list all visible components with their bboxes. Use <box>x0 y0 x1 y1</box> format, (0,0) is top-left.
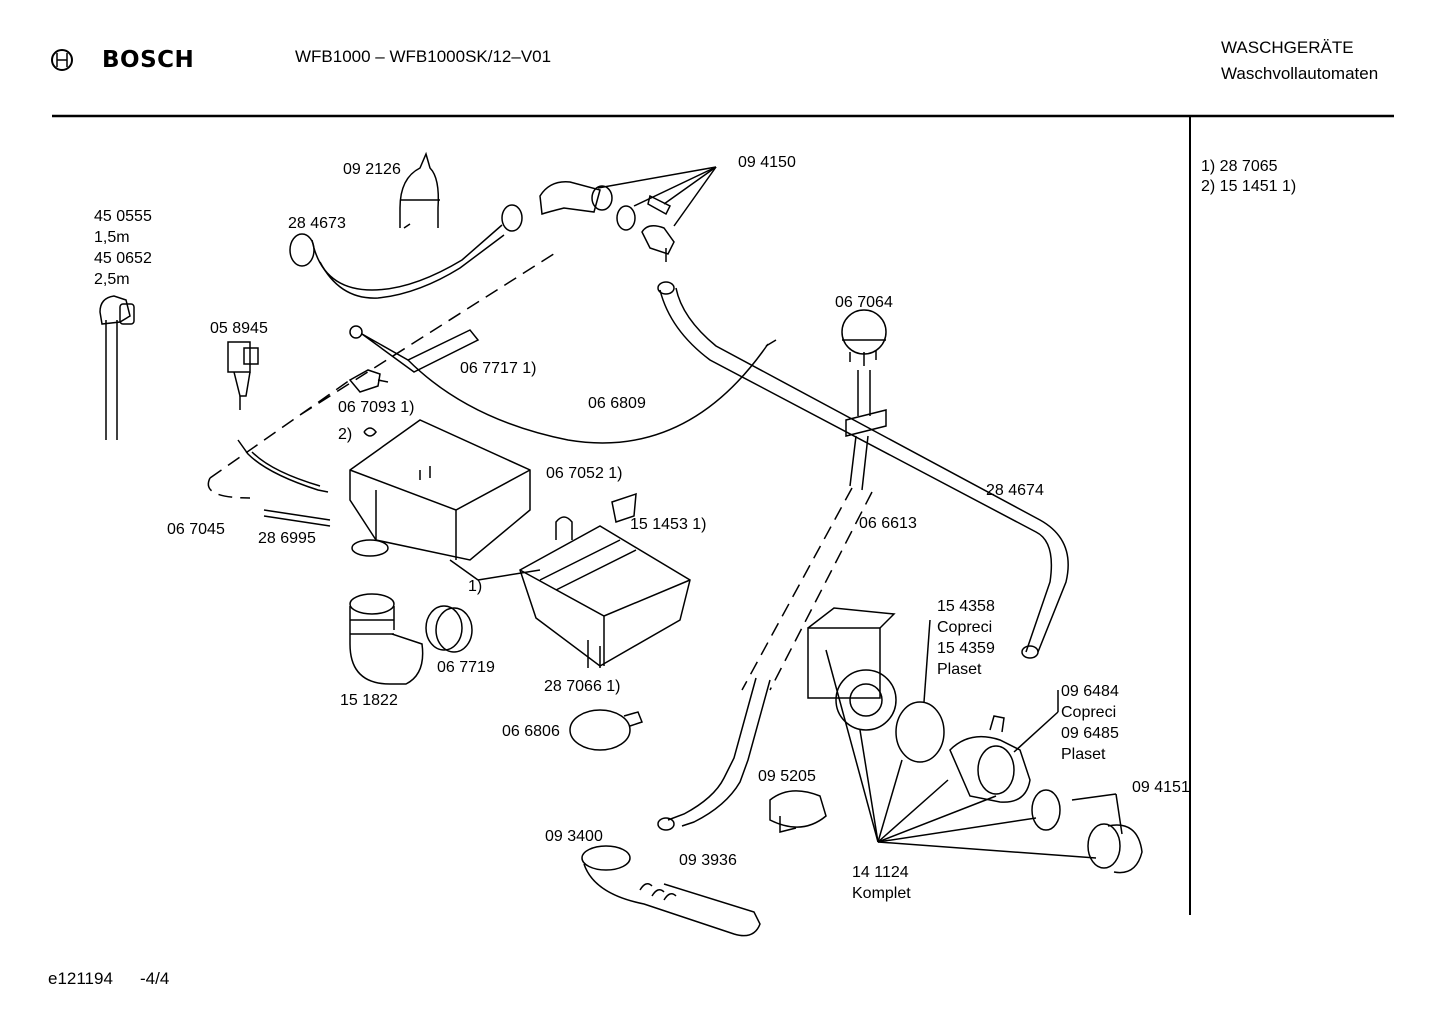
hose-bracket-part <box>399 151 440 229</box>
part-length: 2,5m <box>94 271 130 288</box>
part-label-094150: 09 4150 <box>738 154 796 171</box>
lower-hose-part <box>667 677 771 827</box>
sump-hose-part <box>581 845 761 937</box>
part-label-pump-gasket: 15 4358 Copreci 15 4359 Plaset <box>937 596 995 680</box>
subcategory-title: Waschvollautomaten <box>1221 64 1379 83</box>
pump-gasket-part <box>895 701 945 763</box>
model-number: WFB1000 – WFB1000SK/12–V01 <box>295 47 552 66</box>
control-rod-part <box>349 325 777 444</box>
drain-hose-part <box>99 295 135 440</box>
part-number: 45 0555 <box>94 208 152 225</box>
drawing-code: e121194 <box>48 969 113 988</box>
part-number: 45 0652 <box>94 250 152 267</box>
small-tube-part <box>237 439 329 493</box>
part-label-092126: 09 2126 <box>343 161 401 178</box>
part-label-067717: 06 7717 1) <box>460 360 537 377</box>
switch-hose-part <box>845 370 887 491</box>
part-label-284674: 28 4674 <box>986 482 1044 499</box>
part-label-093936: 09 3936 <box>679 852 737 869</box>
pump-housing-part <box>949 715 1031 803</box>
part-label-286995: 28 6995 <box>258 530 316 547</box>
part-label-066613: 06 6613 <box>859 515 917 532</box>
part-label-pump-housing: 09 6484 Copreci 09 6485 Plaset <box>1061 681 1119 765</box>
u-clip-part <box>555 516 573 540</box>
part-maker: Plaset <box>937 661 982 678</box>
small-clip-part <box>348 369 389 393</box>
detergent-drawer-part <box>519 525 691 668</box>
part-label-drain-hose: 45 0555 1,5m 45 0652 2,5m <box>94 206 152 290</box>
komplet-leader-lines <box>825 649 1097 859</box>
part-number: 14 1124 <box>852 864 909 881</box>
part-label-095205: 09 5205 <box>758 768 816 785</box>
drain-pump-part <box>807 607 897 731</box>
part-label-151453: 15 1453 1) <box>630 516 707 533</box>
connector-tube-part <box>263 509 331 527</box>
part-label-067719: 06 7719 <box>437 659 495 676</box>
long-hose-part <box>659 287 1069 653</box>
part-label-151822: 15 1822 <box>340 692 398 709</box>
small-seal-part <box>611 492 637 523</box>
pressure-switch-part <box>841 309 887 366</box>
bosch-logo-icon <box>51 49 73 71</box>
filter-cap-part <box>1087 823 1143 874</box>
spring-clip-part <box>363 427 377 437</box>
part-label-094151: 09 4151 <box>1132 779 1190 796</box>
part-number: 09 6484 <box>1061 683 1119 700</box>
bellows-hose-part <box>349 593 424 685</box>
brand-name: BOSCH <box>102 47 195 73</box>
note-2: 2) 15 1451 1) <box>1201 178 1297 195</box>
part-label-komplet: 14 1124 Komplet <box>852 862 911 904</box>
detergent-housing-part <box>349 419 531 561</box>
part-label-058945: 05 8945 <box>210 320 268 337</box>
part-label-284673: 28 4673 <box>288 215 346 232</box>
part-label-067045: 06 7045 <box>167 521 225 538</box>
part-note: Komplet <box>852 885 911 902</box>
part-maker: Copreci <box>937 619 993 636</box>
part-label-note-2: 2) <box>338 426 353 443</box>
part-label-093400: 09 3400 <box>545 828 603 845</box>
filter-part <box>769 790 827 833</box>
part-label-066809: 06 6809 <box>588 395 646 412</box>
seal-ring-part <box>425 605 473 653</box>
hose-end-cap-icon <box>1021 645 1039 659</box>
part-label-067093: 06 7093 1) <box>338 399 415 416</box>
part-maker: Plaset <box>1061 746 1106 763</box>
filter-seal-part <box>1031 789 1061 831</box>
part-label-067052: 06 7052 1) <box>546 465 623 482</box>
inlet-hose-part <box>289 204 523 299</box>
page-indicator: -4/4 <box>140 969 170 988</box>
part-label-066806: 06 6806 <box>502 723 560 740</box>
clamp-ring-part <box>569 709 643 751</box>
part-label-287066: 28 7066 1) <box>544 678 621 695</box>
elbow-connector-part <box>539 181 675 262</box>
note-1: 1) 28 7065 <box>1201 158 1278 175</box>
part-number: 15 4359 <box>937 640 995 657</box>
part-label-067064: 06 7064 <box>835 294 893 311</box>
part-number: 15 4358 <box>937 598 995 615</box>
solenoid-valve-part <box>227 341 259 410</box>
part-label-note-1: 1) <box>468 578 483 595</box>
part-maker: Copreci <box>1061 704 1117 721</box>
category-title: WASCHGERÄTE <box>1221 38 1354 57</box>
part-number: 09 6485 <box>1061 725 1119 742</box>
part-length: 1,5m <box>94 229 130 246</box>
